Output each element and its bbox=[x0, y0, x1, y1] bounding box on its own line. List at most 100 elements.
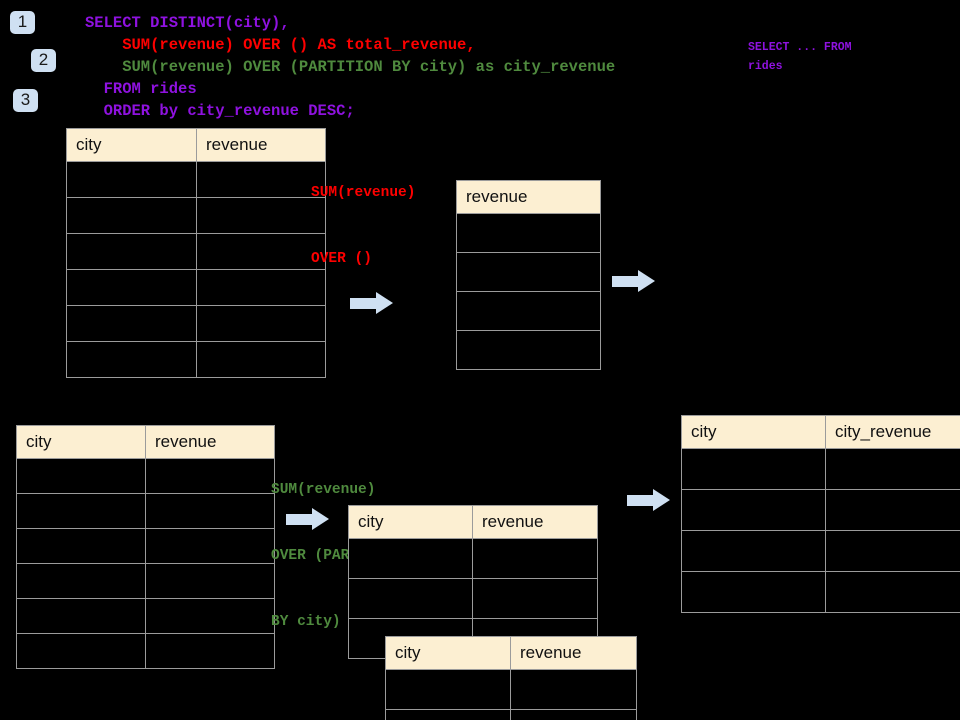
cell-city[interactable] bbox=[16, 563, 146, 599]
table-row[interactable] bbox=[385, 709, 637, 720]
table-row[interactable] bbox=[385, 669, 637, 710]
table-row[interactable] bbox=[681, 530, 960, 572]
cell-city-revenue[interactable] bbox=[825, 571, 960, 613]
table-row[interactable] bbox=[456, 213, 601, 253]
cell-city[interactable] bbox=[681, 489, 826, 531]
arrow-head bbox=[376, 292, 393, 314]
cell-revenue[interactable] bbox=[145, 493, 275, 529]
arrow-shaft bbox=[612, 275, 639, 287]
cell-revenue[interactable] bbox=[472, 538, 598, 579]
cell-city[interactable] bbox=[348, 578, 473, 619]
annotation-line-1: SUM(revenue) bbox=[271, 482, 376, 498]
table-row[interactable] bbox=[66, 233, 326, 270]
side-note-select-from: SELECT ... FROM bbox=[748, 38, 852, 57]
cell-city[interactable] bbox=[66, 305, 197, 342]
cell-city[interactable] bbox=[66, 341, 197, 378]
table-partition-front[interactable]: city revenue bbox=[385, 636, 637, 720]
column-header-revenue: revenue bbox=[510, 636, 637, 670]
table-row[interactable] bbox=[66, 305, 326, 342]
cell-revenue[interactable] bbox=[510, 669, 637, 710]
annotation-line-2: OVER () bbox=[311, 251, 372, 267]
step-badge-2[interactable]: 2 bbox=[31, 49, 56, 72]
table-row[interactable] bbox=[16, 563, 275, 599]
table-row[interactable] bbox=[66, 341, 326, 378]
cell-city-revenue[interactable] bbox=[825, 448, 960, 490]
cell-revenue[interactable] bbox=[145, 458, 275, 494]
table-header-row: city revenue bbox=[385, 636, 637, 670]
step-badge-3-label: 3 bbox=[20, 90, 31, 109]
cell-city[interactable] bbox=[16, 633, 146, 669]
cell-revenue[interactable] bbox=[196, 161, 326, 198]
table-row[interactable] bbox=[16, 458, 275, 494]
arrow-head bbox=[638, 270, 655, 292]
side-note-line-2: rides bbox=[748, 60, 783, 73]
sql-line-sum-over-partition: SUM(revenue) OVER (PARTITION BY city) as… bbox=[85, 58, 616, 76]
table-row[interactable] bbox=[456, 252, 601, 292]
step-badge-1[interactable]: 1 bbox=[10, 11, 35, 34]
table-row[interactable] bbox=[16, 633, 275, 669]
table-total-revenue[interactable]: revenue bbox=[456, 180, 601, 370]
table-row[interactable] bbox=[681, 489, 960, 531]
arrow-right-icon-3 bbox=[286, 508, 329, 530]
cell-city[interactable] bbox=[16, 493, 146, 529]
cell-city-revenue[interactable] bbox=[825, 489, 960, 531]
step-badge-2-label: 2 bbox=[38, 50, 49, 69]
cell-city[interactable] bbox=[66, 233, 197, 270]
cell-revenue[interactable] bbox=[472, 578, 598, 619]
step-badge-3[interactable]: 3 bbox=[13, 89, 38, 112]
arrow-head bbox=[653, 489, 670, 511]
cell-city[interactable] bbox=[16, 598, 146, 634]
table-header-row: city revenue bbox=[348, 505, 598, 539]
table-row[interactable] bbox=[66, 269, 326, 306]
table-result[interactable]: city city_revenue bbox=[681, 415, 960, 613]
column-header-revenue: revenue bbox=[456, 180, 601, 214]
cell-city[interactable] bbox=[16, 458, 146, 494]
table-row[interactable] bbox=[681, 571, 960, 613]
cell-revenue[interactable] bbox=[456, 252, 601, 292]
column-header-city: city bbox=[348, 505, 473, 539]
cell-revenue[interactable] bbox=[456, 291, 601, 331]
cell-city[interactable] bbox=[681, 448, 826, 490]
cell-revenue[interactable] bbox=[196, 197, 326, 234]
sql-line-sum-over-empty: SUM(revenue) OVER () AS total_revenue, bbox=[85, 36, 476, 54]
table-row[interactable] bbox=[456, 291, 601, 331]
cell-revenue[interactable] bbox=[456, 330, 601, 370]
table-row[interactable] bbox=[348, 538, 598, 579]
cell-revenue[interactable] bbox=[196, 269, 326, 306]
table-rides-top[interactable]: city revenue bbox=[66, 128, 326, 378]
column-header-city: city bbox=[385, 636, 511, 670]
table-rides-bottom[interactable]: city revenue bbox=[16, 425, 275, 669]
cell-city[interactable] bbox=[66, 197, 197, 234]
cell-revenue[interactable] bbox=[145, 563, 275, 599]
cell-city[interactable] bbox=[348, 538, 473, 579]
annotation-sum-over-empty: SUM(revenue) OVER () bbox=[311, 138, 415, 314]
cell-city[interactable] bbox=[66, 161, 197, 198]
column-header-revenue: revenue bbox=[472, 505, 598, 539]
cell-city[interactable] bbox=[385, 669, 511, 710]
arrow-right-icon-2 bbox=[612, 270, 655, 292]
cell-city[interactable] bbox=[16, 528, 146, 564]
table-row[interactable] bbox=[456, 330, 601, 370]
cell-city[interactable] bbox=[66, 269, 197, 306]
cell-city[interactable] bbox=[385, 709, 511, 720]
table-row[interactable] bbox=[66, 161, 326, 198]
table-row[interactable] bbox=[681, 448, 960, 490]
cell-revenue[interactable] bbox=[145, 633, 275, 669]
cell-revenue[interactable] bbox=[196, 233, 326, 270]
table-row[interactable] bbox=[66, 197, 326, 234]
table-row[interactable] bbox=[16, 493, 275, 529]
cell-revenue[interactable] bbox=[196, 341, 326, 378]
cell-revenue[interactable] bbox=[456, 213, 601, 253]
cell-revenue[interactable] bbox=[145, 528, 275, 564]
table-row[interactable] bbox=[16, 528, 275, 564]
cell-revenue[interactable] bbox=[196, 305, 326, 342]
table-row[interactable] bbox=[348, 578, 598, 619]
cell-revenue[interactable] bbox=[145, 598, 275, 634]
cell-revenue[interactable] bbox=[510, 709, 637, 720]
cell-city[interactable] bbox=[681, 530, 826, 572]
cell-city-revenue[interactable] bbox=[825, 530, 960, 572]
cell-city[interactable] bbox=[681, 571, 826, 613]
arrow-shaft bbox=[350, 297, 377, 309]
table-row[interactable] bbox=[16, 598, 275, 634]
